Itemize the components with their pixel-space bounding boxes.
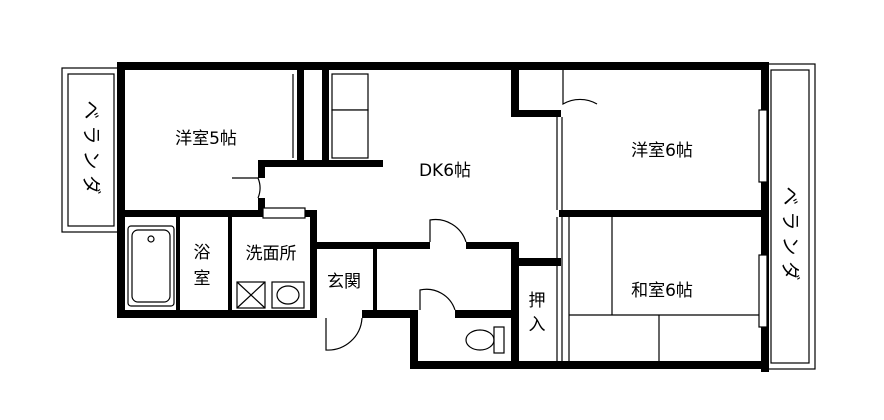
washing-machine xyxy=(236,281,266,309)
room-label-bath-bottom: 室 xyxy=(194,269,211,289)
walls xyxy=(117,62,769,372)
veranda-right-char: ラ xyxy=(779,211,801,230)
room-label-western-5: 洋室5帖 xyxy=(175,129,237,149)
veranda-left-char: ベ xyxy=(80,100,102,119)
room-label-dk: DK6帖 xyxy=(419,161,471,181)
room-label-bath-top: 浴 xyxy=(194,243,211,263)
room-label-entrance: 玄関 xyxy=(327,272,361,292)
wash-basin xyxy=(271,281,305,309)
room-label-washroom: 洗面所 xyxy=(246,244,297,264)
veranda-right-char: ン xyxy=(779,236,801,255)
bathtub xyxy=(127,225,175,307)
veranda-right-char: ベ xyxy=(779,186,801,205)
door-swings xyxy=(232,70,598,351)
room-label-western-6: 洋室6帖 xyxy=(631,141,693,161)
veranda-left-char: ダ xyxy=(80,175,102,194)
partitions-thin xyxy=(262,73,768,361)
room-label-closet-bottom: 入 xyxy=(529,315,546,335)
room-label-japanese-6: 和室6帖 xyxy=(631,281,693,301)
veranda-right-char: ダ xyxy=(779,261,801,280)
veranda-left-char: ン xyxy=(80,150,102,169)
room-label-closet-top: 押 xyxy=(529,291,546,311)
veranda-left-label: ベ ラ ン ダ xyxy=(80,100,102,194)
veranda-left-char: ラ xyxy=(80,125,102,144)
veranda-right-label: ベ ラ ン ダ xyxy=(779,186,801,280)
toilet xyxy=(465,326,505,354)
